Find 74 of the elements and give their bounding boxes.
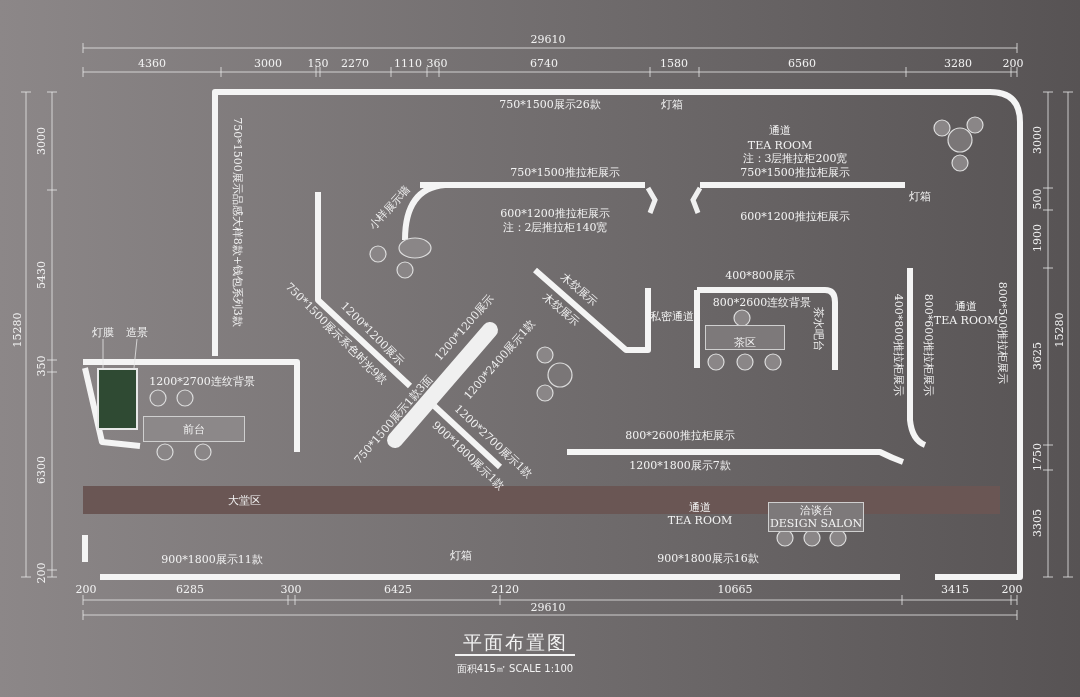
plan-label: 900*1800展示11款 bbox=[161, 554, 263, 566]
plan-label: 750*1500展示26款 bbox=[499, 99, 601, 111]
plan-label: 750*1500推拉柜展示 bbox=[510, 167, 620, 179]
plan-label: 小样展示墙 bbox=[367, 183, 413, 233]
plan-label: TEA ROOM bbox=[667, 515, 733, 527]
plan-label: 800*600推拉柜展示 bbox=[922, 293, 934, 397]
dimension-text: 360 bbox=[426, 58, 448, 70]
dimension-text: 6425 bbox=[384, 584, 412, 596]
dimension-text: 4360 bbox=[138, 58, 166, 70]
dimension-text: 350 bbox=[36, 355, 48, 377]
callout-text: 造景 bbox=[122, 325, 152, 339]
dimension-text: 3415 bbox=[941, 584, 969, 596]
plan-label: 灯箱 bbox=[909, 191, 931, 203]
plan-label: 茶水吧台 bbox=[812, 307, 824, 351]
dimension-text: 200 bbox=[1002, 58, 1024, 70]
leader-line bbox=[133, 338, 138, 369]
dimension-text: 3000 bbox=[254, 58, 282, 70]
title: 平面布置图 bbox=[455, 630, 575, 656]
dimension-text: 10665 bbox=[717, 584, 753, 596]
dimension-text: 1110 bbox=[394, 58, 422, 70]
dimension-text: 200 bbox=[36, 562, 48, 584]
plan-label: 400*800展示 bbox=[725, 270, 795, 282]
dimension-text: 6560 bbox=[788, 58, 816, 70]
dimension-text: 200 bbox=[1001, 584, 1023, 596]
dimension-text: 3000 bbox=[36, 127, 48, 155]
dimension-text: 29610 bbox=[530, 602, 566, 614]
plan-label: 通道 bbox=[955, 301, 977, 313]
leader-line bbox=[102, 338, 104, 369]
dimension-text: 2270 bbox=[341, 58, 369, 70]
plan-label: 通道 bbox=[689, 502, 711, 514]
dimension-text: 3280 bbox=[944, 58, 972, 70]
plan-label: 私密通道 bbox=[650, 311, 694, 323]
plan-label: 400*800推拉柜展示 bbox=[892, 293, 904, 397]
plan-label: 800*2600连纹背景 bbox=[712, 297, 812, 309]
plan-label: 600*1200推拉柜展示 bbox=[740, 211, 850, 223]
dimension-text: 150 bbox=[307, 58, 329, 70]
plan-label: 1200*2700连纹背景 bbox=[149, 376, 255, 388]
tea-table: 茶区 bbox=[705, 325, 785, 350]
dimension-text: 1580 bbox=[660, 58, 688, 70]
dimension-text: 15280 bbox=[1054, 312, 1066, 348]
plan-label: TEA ROOM bbox=[747, 140, 813, 152]
dimension-text: 29610 bbox=[530, 34, 566, 46]
caption: 面积415㎡ SCALE 1:100 bbox=[455, 662, 575, 676]
dimension-text: 3625 bbox=[1032, 342, 1044, 370]
plan-label: 1200*1800展示7款 bbox=[629, 460, 731, 472]
dimension-text: 2120 bbox=[491, 584, 519, 596]
dimension-text: 200 bbox=[75, 584, 97, 596]
meeting-table: 洽谈台 DESIGN SALON bbox=[768, 502, 864, 532]
planter-box bbox=[97, 368, 138, 430]
dimension-text: 15280 bbox=[12, 312, 24, 348]
plan-label: 600*1200推拉柜展示 bbox=[500, 208, 610, 220]
dimension-text: 6285 bbox=[176, 584, 204, 596]
plan-label: 灯箱 bbox=[661, 99, 683, 111]
reception-desk: 前台 bbox=[143, 416, 245, 442]
plan-label: 800*2600推拉柜展示 bbox=[625, 430, 735, 442]
dimension-text: 3305 bbox=[1032, 509, 1044, 537]
dimension-text: 6740 bbox=[530, 58, 558, 70]
plan-label: 灯箱 bbox=[450, 550, 472, 562]
plan-label: 通道 bbox=[769, 125, 791, 137]
plan-label: 750*1500展示品感大样8款+钱包系列3款 bbox=[231, 117, 243, 327]
dimension-text: 1900 bbox=[1032, 224, 1044, 252]
plan-label: 注：2层推拉柜140宽 bbox=[502, 222, 608, 234]
plan-label: 750*1500推拉柜展示 bbox=[740, 167, 850, 179]
dimension-text: 5430 bbox=[36, 261, 48, 289]
dimension-text: 500 bbox=[1032, 188, 1044, 210]
dimension-text: 300 bbox=[280, 584, 302, 596]
plan-label: 800*500推拉柜展示 bbox=[996, 281, 1008, 385]
plan-label: 900*1800展示16款 bbox=[657, 553, 759, 565]
callout-text: 灯膜 bbox=[88, 325, 118, 339]
plan-label: 注：3层推拉柜200宽 bbox=[742, 153, 848, 165]
dimension-text: 3000 bbox=[1032, 126, 1044, 154]
plan-label: TEA ROOM bbox=[933, 315, 999, 327]
dimension-text: 1750 bbox=[1032, 443, 1044, 471]
dimension-text: 6300 bbox=[36, 456, 48, 484]
